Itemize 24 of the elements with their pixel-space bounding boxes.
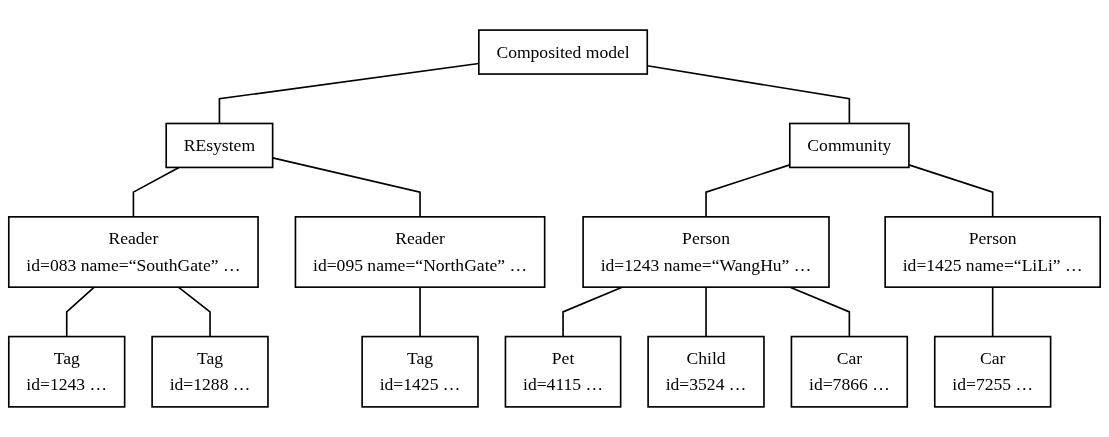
- node-box: Child id=3524 …: [647, 335, 765, 408]
- node-box: Tag id=1425 …: [361, 335, 479, 408]
- connector: [132, 166, 180, 218]
- node-box: Tag id=1243 …: [7, 335, 126, 408]
- connector: [419, 286, 421, 338]
- node-box: REsystem: [165, 122, 274, 169]
- connector: [705, 286, 707, 338]
- connector: [177, 286, 211, 338]
- node-box: Tag id=1288 …: [151, 335, 269, 408]
- node-box: Community: [788, 122, 910, 169]
- connector: [65, 286, 96, 338]
- node-box: Composited model: [478, 29, 649, 75]
- node-box: Reader id=083 name=“SouthGate” …: [7, 216, 259, 288]
- connector: [705, 164, 791, 218]
- node-box: Car id=7866 …: [790, 335, 909, 408]
- node-box: Reader id=095 name=“NorthGate” …: [294, 216, 546, 288]
- connector: [908, 164, 994, 218]
- connector: [789, 286, 851, 338]
- node-box: Person id=1243 name=“WangHu” …: [582, 216, 830, 288]
- connector: [991, 286, 994, 338]
- node-box: Pet id=4115 …: [504, 335, 622, 408]
- node-box: Person id=1425 name=“LiLi” …: [884, 216, 1102, 288]
- connector: [562, 286, 623, 338]
- node-box: Car id=7255 …: [933, 335, 1052, 408]
